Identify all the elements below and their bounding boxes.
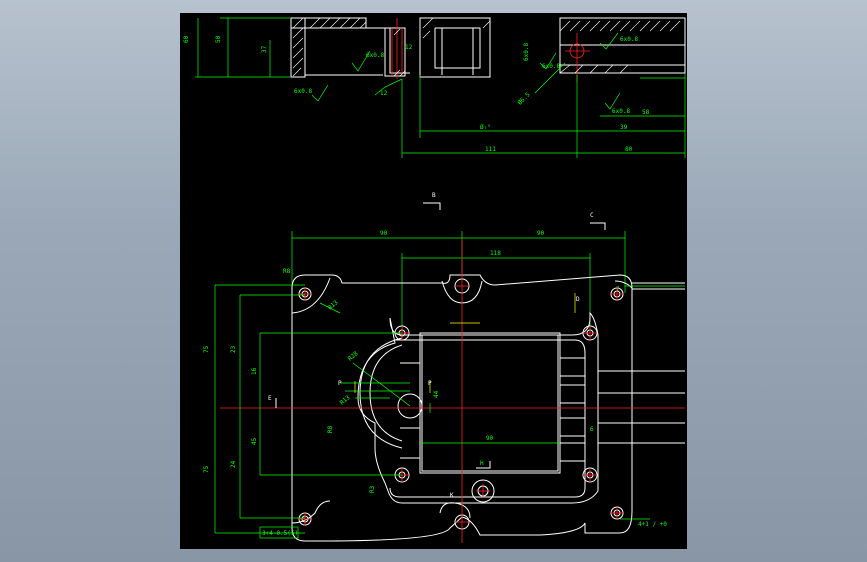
svg-text:Ø₇⁹: Ø₇⁹ bbox=[480, 124, 491, 131]
bottom-note: 4+1 / +0 bbox=[638, 521, 667, 528]
svg-text:H: H bbox=[480, 460, 484, 467]
cutting-plane-marks bbox=[354, 293, 576, 393]
svg-text:24: 24 bbox=[230, 460, 237, 468]
svg-text:75: 75 bbox=[203, 465, 210, 473]
svg-text:6x0.8: 6x0.8 bbox=[612, 108, 630, 115]
svg-text:50: 50 bbox=[215, 35, 222, 43]
section-view-right: 6x0.8 6x0.8 6x0.8 Ø6.5 6x0.8 bbox=[419, 17, 686, 115]
svg-text:37: 37 bbox=[261, 45, 268, 53]
svg-text:90: 90 bbox=[380, 230, 388, 237]
svg-text:Ø6.5: Ø6.5 bbox=[516, 91, 531, 106]
svg-text:R13: R13 bbox=[339, 394, 352, 407]
section-view-left: 60 50 37 6x0.8 6x0.8 12 12 bbox=[183, 17, 413, 102]
svg-text:90: 90 bbox=[486, 435, 494, 442]
cad-drawing-viewport[interactable]: 60 50 37 6x0.8 6x0.8 12 12 bbox=[180, 13, 687, 549]
svg-text:6: 6 bbox=[590, 426, 594, 433]
svg-text:R3: R3 bbox=[369, 485, 376, 493]
top-dimensions: Ø₇⁹ 39 58 111 80 bbox=[401, 73, 686, 158]
svg-text:6x0.8: 6x0.8 bbox=[620, 36, 638, 43]
svg-text:P: P bbox=[338, 380, 342, 387]
svg-text:12: 12 bbox=[380, 90, 388, 97]
svg-text:R28: R28 bbox=[347, 350, 360, 363]
svg-text:118: 118 bbox=[490, 250, 501, 257]
title-block-note: 3+4-0.5(5) bbox=[262, 530, 298, 537]
svg-text:6x0.8: 6x0.8 bbox=[523, 43, 530, 61]
svg-text:6x0.8: 6x0.8 bbox=[366, 52, 384, 59]
svg-text:60: 60 bbox=[183, 35, 190, 43]
svg-text:12: 12 bbox=[405, 44, 413, 51]
svg-text:58: 58 bbox=[642, 109, 650, 116]
centerlines bbox=[220, 238, 685, 543]
svg-text:39: 39 bbox=[620, 124, 628, 131]
svg-text:E: E bbox=[268, 395, 272, 402]
svg-text:D: D bbox=[576, 296, 580, 303]
plan-outline bbox=[291, 274, 685, 542]
svg-text:6x0.8: 6x0.8 bbox=[294, 88, 312, 95]
cad-drawing: 60 50 37 6x0.8 6x0.8 12 12 bbox=[183, 17, 686, 543]
svg-text:16: 16 bbox=[251, 367, 258, 375]
svg-text:K: K bbox=[450, 492, 454, 499]
svg-text:R8: R8 bbox=[327, 425, 334, 433]
svg-text:C: C bbox=[590, 212, 594, 219]
svg-text:R8: R8 bbox=[283, 268, 291, 275]
svg-text:B: B bbox=[432, 192, 436, 199]
svg-text:7: 7 bbox=[616, 286, 620, 293]
svg-text:75: 75 bbox=[203, 345, 210, 353]
svg-text:44: 44 bbox=[433, 390, 440, 398]
plan-left-dimensions: 75 75 23 24 16 45 E bbox=[203, 284, 402, 534]
svg-text:80: 80 bbox=[625, 146, 633, 153]
svg-text:23: 23 bbox=[230, 345, 237, 353]
plan-inner-dimensions: P P R28 R13 R8 44 90 H 6 R3 R13 R8 K D 7 bbox=[283, 268, 685, 499]
svg-text:45: 45 bbox=[251, 437, 258, 445]
svg-text:6x0.8: 6x0.8 bbox=[542, 63, 560, 70]
view-labels: B C bbox=[423, 192, 606, 230]
mounting-holes bbox=[298, 278, 624, 530]
svg-text:90: 90 bbox=[537, 230, 545, 237]
svg-text:R13: R13 bbox=[327, 299, 340, 312]
svg-text:111: 111 bbox=[485, 146, 496, 153]
